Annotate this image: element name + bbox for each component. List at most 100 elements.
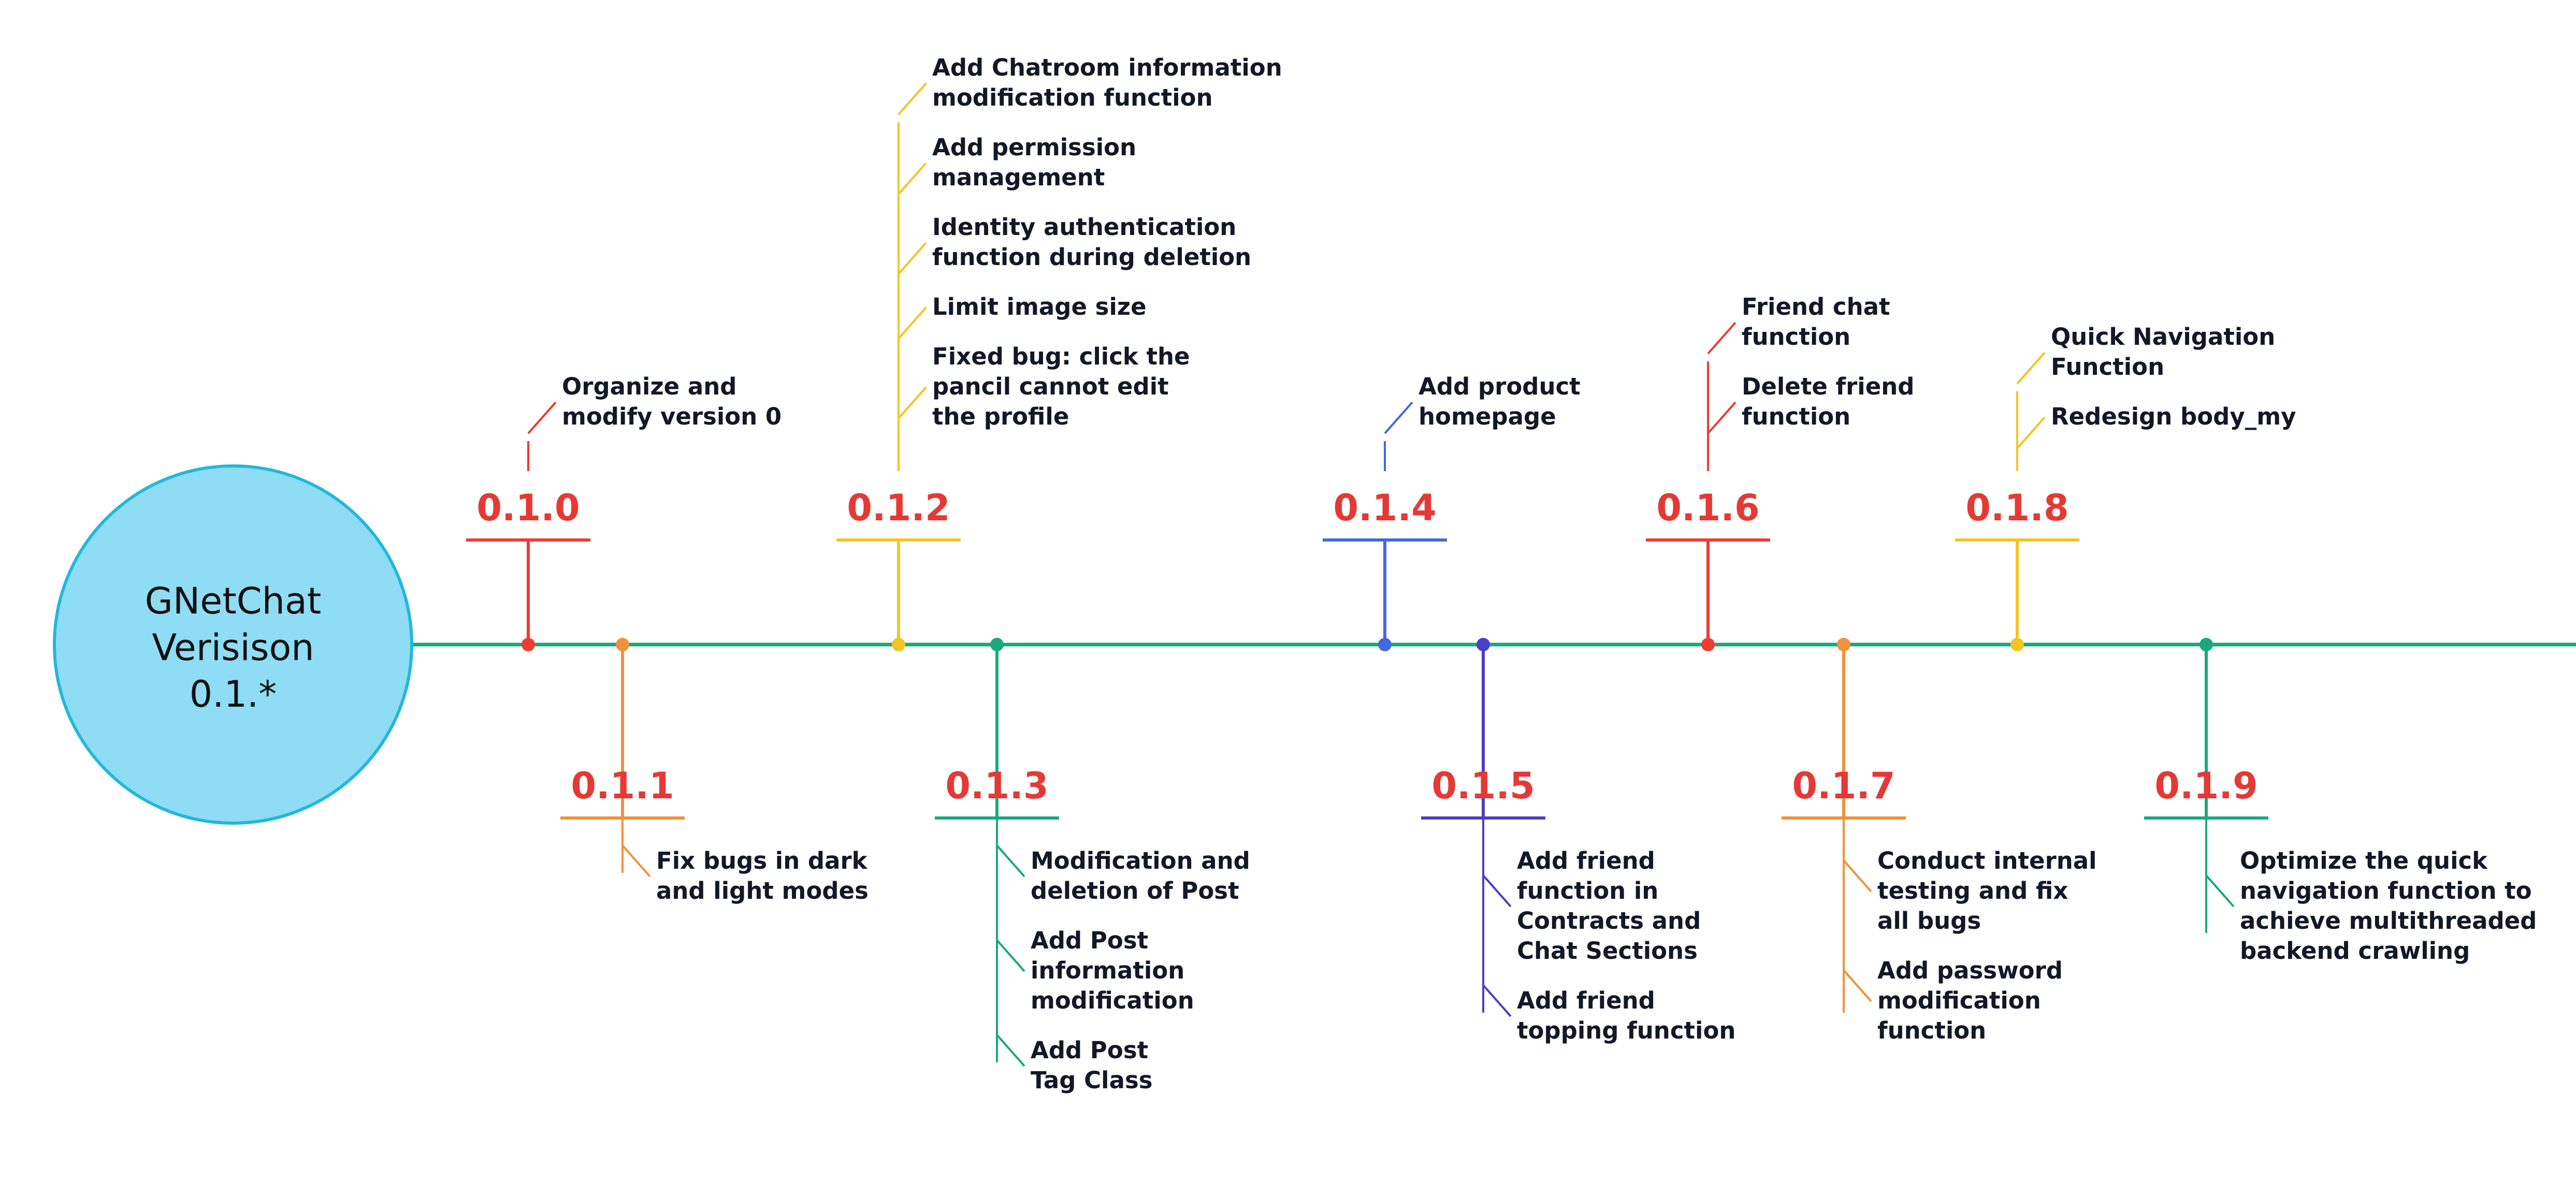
changelog-item-line: Fix bugs in dark [656, 847, 868, 874]
item-tick [898, 162, 927, 195]
changelog-item-line: Add permission [932, 134, 1136, 161]
changelog-item-line: the profile [932, 403, 1069, 430]
changelog-item-line: function [1742, 403, 1850, 430]
changelog-item-line: Limit image size [932, 293, 1147, 320]
changelog-item-line: modify version 0 [562, 403, 782, 430]
item-tick [996, 1034, 1025, 1067]
item-tick [898, 242, 927, 275]
changelog-item-line: function during deletion [932, 243, 1251, 271]
milestone-dot [616, 638, 629, 651]
changelog-item-line: Contracts and [1517, 907, 1701, 934]
item-tick [2016, 352, 2046, 385]
item-tick [898, 306, 927, 340]
changelog-item-line: information [1031, 957, 1184, 984]
item-tick [1843, 859, 1872, 893]
changelog-item-line: Quick Navigation [2051, 323, 2275, 350]
changelog-item-line: navigation function to [2240, 877, 2532, 904]
milestone-0-1-2: 0.1.2 Add Chatroom information modificatio… [836, 54, 1282, 651]
item-tick [1482, 874, 1512, 908]
item-tick [527, 401, 557, 434]
changelog-item-line: modification [1031, 987, 1194, 1014]
milestone-dot [1477, 638, 1490, 651]
item-tick [996, 939, 1025, 972]
changelog-item-line: modification [1877, 987, 2041, 1014]
hub: GNetChat Verisison 0.1.* [53, 464, 413, 825]
item-tick [2016, 416, 2046, 449]
version-label: 0.1.8 [1965, 487, 2068, 529]
changelog-item-line: function in [1517, 877, 1658, 904]
milestone-dot [892, 638, 905, 651]
changelog-item-line: Modification and [1031, 847, 1250, 874]
changelog-item-line: all bugs [1877, 907, 1981, 934]
changelog-item-line: Chat Sections [1517, 937, 1698, 965]
version-label: 0.1.1 [571, 765, 674, 807]
changelog-item-line: deletion of Post [1031, 877, 1239, 904]
item-tick [1482, 984, 1512, 1017]
changelog-item-line: Identity authentication [932, 213, 1236, 241]
changelog-item-line: backend crawling [2240, 937, 2470, 965]
changelog-item-line: Conduct internal [1877, 847, 2097, 874]
version-label: 0.1.3 [945, 765, 1048, 807]
version-label: 0.1.7 [1792, 765, 1895, 807]
version-label: 0.1.4 [1333, 487, 1436, 529]
version-label: 0.1.6 [1656, 487, 1759, 529]
changelog-item-line: Add password [1877, 957, 2063, 984]
item-tick [898, 82, 927, 115]
changelog-item-line: Add friend [1517, 847, 1655, 874]
version-label: 0.1.9 [2154, 765, 2257, 807]
item-tick [2205, 874, 2235, 908]
changelog-item-line: homepage [1419, 403, 1556, 430]
hub-title-line-2: Verisison [152, 626, 314, 669]
version-label: 0.1.2 [847, 487, 950, 529]
milestone-dot [1837, 638, 1850, 651]
version-label: 0.1.5 [1431, 765, 1535, 807]
changelog-item-line: Add Post [1031, 927, 1148, 954]
milestone-dot [522, 638, 535, 651]
item-tick [1707, 401, 1736, 434]
changelog-item-line: Add Post [1031, 1036, 1148, 1064]
changelog-item-line: Function [2051, 353, 2164, 381]
changelog-item-line: Friend chat [1742, 293, 1890, 320]
changelog-item-line: function [1742, 323, 1850, 350]
changelog-item-line: function [1877, 1017, 1986, 1044]
item-tick [996, 844, 1025, 878]
hub-title-line-3: 0.1.* [190, 673, 277, 715]
changelog-item-line: Add friend [1517, 987, 1655, 1014]
changelog-item-line: Add Chatroom information [932, 54, 1282, 81]
changelog-item-line: pancil cannot edit [932, 373, 1169, 400]
milestone-dot [990, 638, 1004, 651]
changelog-item-line: topping function [1517, 1017, 1735, 1044]
changelog-item-line: management [932, 164, 1105, 191]
changelog-item-line: Redesign body_my [2051, 403, 2296, 430]
item-tick [1707, 322, 1736, 355]
milestone-dot [1378, 638, 1392, 651]
version-label: 0.1.0 [476, 487, 580, 529]
hub-title-line-1: GNetChat [145, 580, 322, 622]
hub-circle [53, 464, 413, 825]
changelog-item-line: and light modes [656, 877, 869, 904]
changelog-item-line: Fixed bug: click the [932, 343, 1190, 370]
item-tick [1384, 401, 1413, 434]
changelog-item-line: Optimize the quick [2240, 847, 2488, 874]
milestone-dot [2199, 638, 2213, 651]
item-tick [898, 386, 927, 419]
changelog-item-line: achieve multithreaded [2240, 907, 2537, 934]
changelog-item-line: modification function [932, 84, 1213, 111]
changelog-item-line: Delete friend [1742, 373, 1914, 400]
changelog-item-line: testing and fix [1877, 877, 2068, 904]
item-tick [1843, 969, 1872, 1002]
milestone-dot [1701, 638, 1715, 651]
changelog-item-line: Add product [1419, 373, 1581, 400]
changelog-item-line: Tag Class [1031, 1066, 1153, 1094]
item-tick [621, 844, 651, 878]
